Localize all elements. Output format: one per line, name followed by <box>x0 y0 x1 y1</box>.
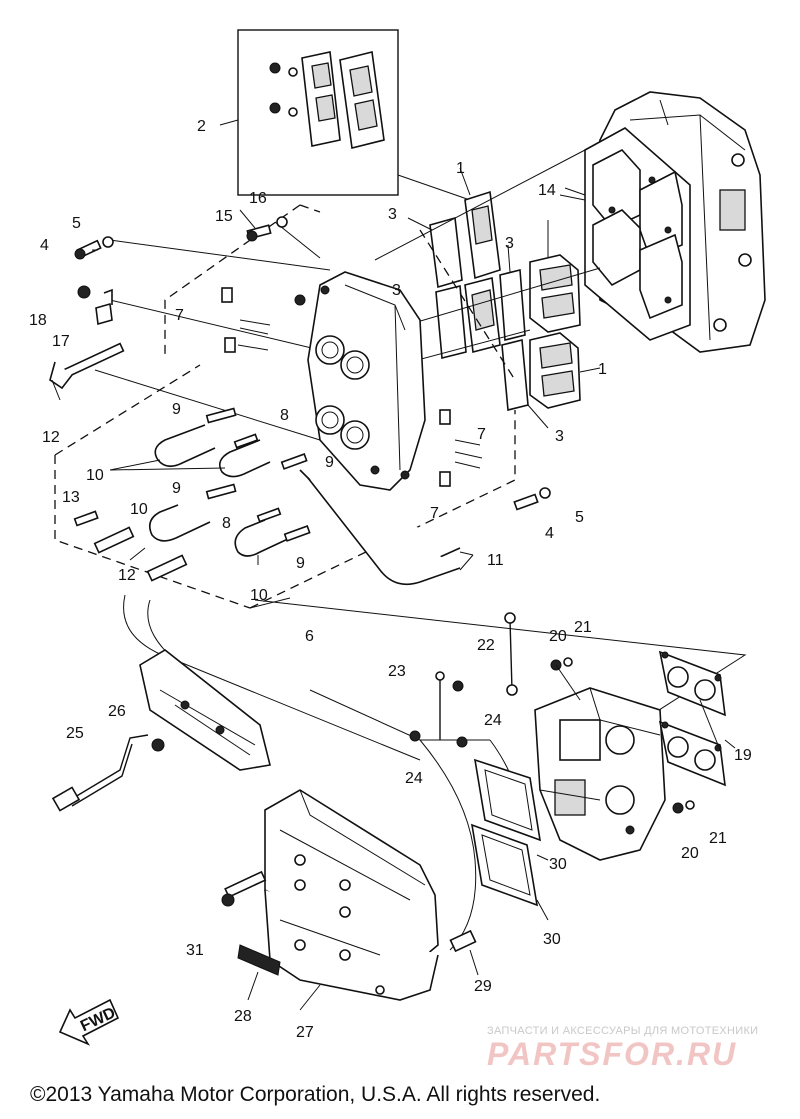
callout-30: 30 <box>549 856 567 873</box>
callout-15: 15 <box>215 208 233 225</box>
reed-valve-inset <box>219 29 471 201</box>
callout-28: 28 <box>234 1008 252 1025</box>
callout-10: 10 <box>130 501 148 518</box>
callout-24: 24 <box>405 770 423 787</box>
callout-22: 22 <box>477 637 495 654</box>
bracket-lower-left <box>139 649 271 771</box>
link-rod-25 <box>51 734 165 812</box>
callout-20: 20 <box>681 845 699 862</box>
callout-25: 25 <box>66 725 84 742</box>
callout-9: 9 <box>296 555 305 572</box>
callout-19: 19 <box>734 747 752 764</box>
callout-3: 3 <box>388 206 397 223</box>
callout-7: 7 <box>175 307 184 324</box>
callout-10: 10 <box>86 467 104 484</box>
callout-5: 5 <box>575 509 584 526</box>
callout-7: 7 <box>430 505 439 522</box>
callout-23: 23 <box>388 663 406 680</box>
callout-3: 3 <box>555 428 564 445</box>
callout-12: 12 <box>118 567 136 584</box>
callout-30: 30 <box>543 931 561 948</box>
callout-1: 1 <box>456 160 465 177</box>
gasket-14 <box>564 127 691 341</box>
callout-8: 8 <box>222 515 231 532</box>
silencer-cover-27 <box>264 789 439 1011</box>
callout-11: 11 <box>487 552 504 569</box>
carb-gaskets-19 <box>658 650 736 787</box>
callout-12: 12 <box>42 429 60 446</box>
hose-fittings <box>73 287 483 542</box>
callout-6: 6 <box>305 628 314 645</box>
callout-29: 29 <box>474 978 492 995</box>
carburetor <box>534 687 666 861</box>
callout-3: 3 <box>505 235 514 252</box>
watermark-tagline: ЗАПЧАСТИ И АКСЕССУАРЫ ДЛЯ МОТОТЕХНИКИ <box>487 1025 759 1037</box>
callout-9: 9 <box>172 401 181 418</box>
callout-31: 31 <box>186 942 204 959</box>
callout-4: 4 <box>545 525 554 542</box>
fwd-arrow-icon: FWD <box>58 998 120 1046</box>
callout-8: 8 <box>280 407 289 424</box>
callout-21: 21 <box>574 619 592 636</box>
callout-26: 26 <box>108 703 126 720</box>
gaskets-30 <box>470 758 549 921</box>
copyright-notice: ©2013 Yamaha Motor Corporation, U.S.A. A… <box>30 1083 601 1106</box>
callout-1: 1 <box>598 361 607 378</box>
callout-10: 10 <box>250 587 268 604</box>
callout-numbers: 2 1 1 3 3 3 3 14 15 16 5 4 18 17 7 7 7 1… <box>29 118 752 1041</box>
callout-16: 16 <box>249 190 267 207</box>
callout-9: 9 <box>325 454 334 471</box>
callout-2: 2 <box>197 118 206 135</box>
intake-manifold <box>294 271 426 491</box>
watermark-logo: PARTSFOR.RU <box>487 1036 738 1072</box>
choke-links <box>409 612 695 814</box>
fasteners-lower <box>221 870 479 1001</box>
callout-24: 24 <box>484 712 502 729</box>
callout-14: 14 <box>538 182 556 199</box>
callout-20: 20 <box>549 628 567 645</box>
hose-kit-outline-6 <box>54 204 516 609</box>
callout-17: 17 <box>52 333 70 350</box>
fasteners-left <box>74 216 551 511</box>
callout-9: 9 <box>172 480 181 497</box>
callout-27: 27 <box>296 1024 314 1041</box>
callout-13: 13 <box>62 489 80 506</box>
callout-3: 3 <box>392 282 401 299</box>
reed-gaskets-3 <box>407 167 549 429</box>
callout-5: 5 <box>72 215 81 232</box>
callout-21: 21 <box>709 830 727 847</box>
callout-18: 18 <box>29 312 47 329</box>
callout-4: 4 <box>40 237 49 254</box>
callout-7: 7 <box>477 426 486 443</box>
callout-leaders <box>51 194 721 751</box>
